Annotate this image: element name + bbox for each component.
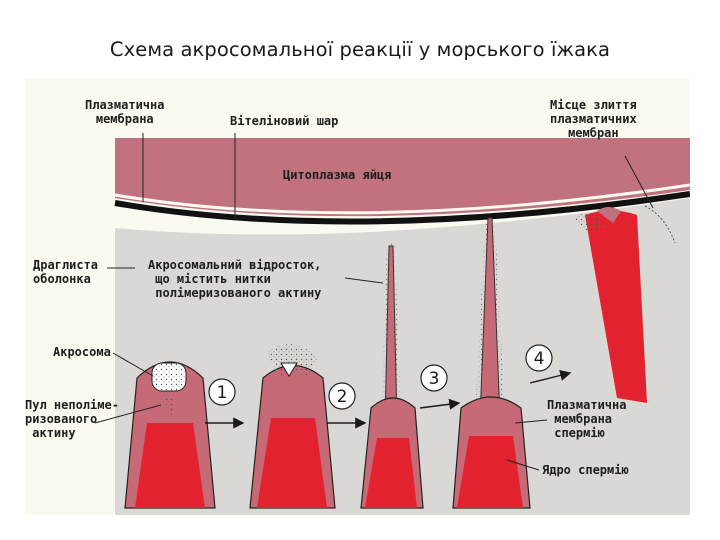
label-egg-cytoplasm: Цитоплазма яйця [283, 168, 392, 182]
label-vitelline-layer: Вітеліновий шар [230, 114, 339, 128]
page-title: Схема акросомальної реакції у морського … [109, 38, 611, 61]
egg-cytoplasm [115, 138, 690, 217]
label-actin-pool: Пул неполіме- ризованого актину [25, 398, 119, 440]
label-fusion-site: Місце злиття плазматичних мембран [550, 98, 637, 140]
sperm-step-1 [249, 344, 336, 509]
egg-plasma-membrane [114, 183, 690, 215]
sperm-step-2 [360, 397, 424, 509]
sperm-step-3 [452, 396, 531, 509]
label-acrosome: Акросома [53, 345, 111, 359]
step-3-number: 3 [429, 369, 440, 389]
label-plasma-membrane: Плазматична мембрана [85, 98, 165, 126]
diagram-canvas: 1 2 3 4 [94, 126, 690, 515]
acrosome-reaction-diagram: 1 2 3 4 Плазматична мембрана Вітеліновий… [25, 78, 690, 515]
label-sperm-nucleus: Ядро спермію [542, 463, 629, 477]
step-4-number: 4 [534, 349, 545, 369]
fused-sperm [585, 210, 647, 403]
step-1-number: 1 [217, 383, 228, 403]
label-jelly-coat: Драглиста оболонка [33, 258, 99, 286]
sperm-step-0 [124, 361, 216, 509]
vitelline-layer [114, 191, 690, 225]
label-acrosomal-process: Акросомальний відросток, що містить нитк… [148, 258, 322, 300]
label-sperm-membrane: Плазматична мембрана спермію [547, 398, 627, 440]
step-2-number: 2 [337, 387, 348, 407]
